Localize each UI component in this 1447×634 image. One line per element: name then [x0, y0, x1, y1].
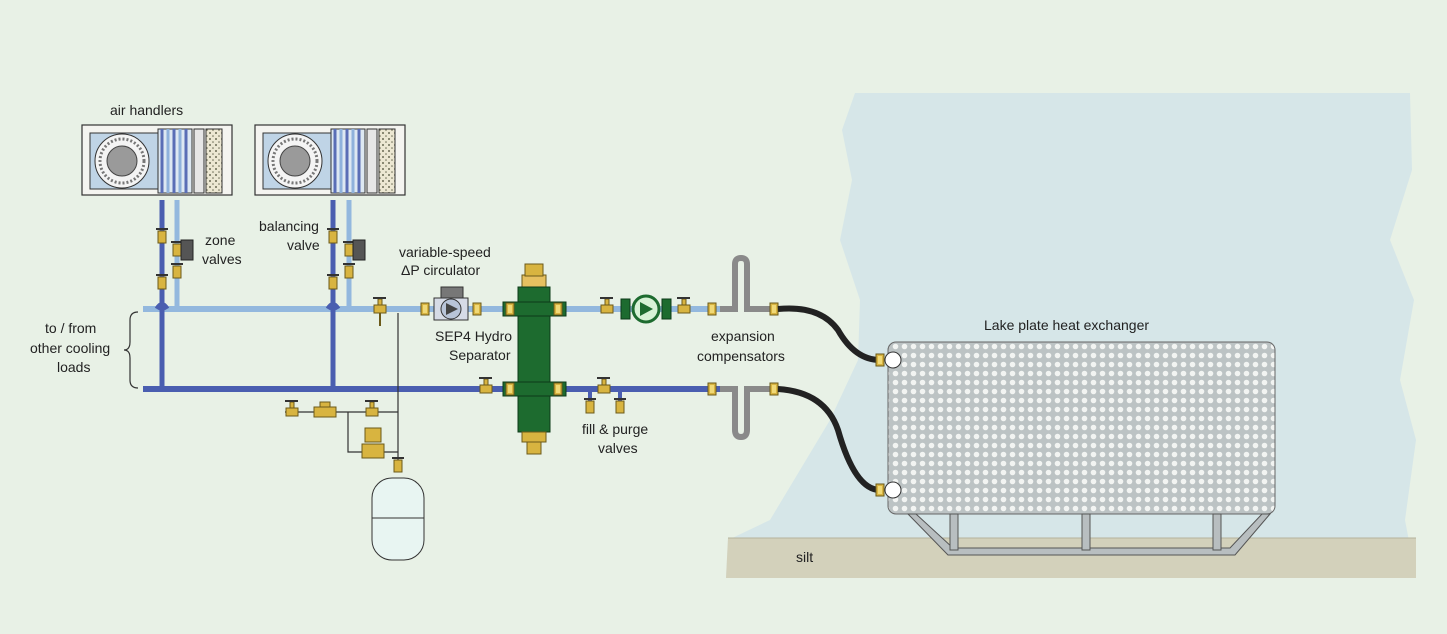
label-separator-1: SEP4 Hydro	[435, 328, 512, 344]
zone-valve-actuator-1	[180, 239, 194, 261]
label-circulator-1: variable-speed	[399, 244, 491, 260]
label-loads-1: to / from	[45, 320, 96, 336]
hose-top	[777, 305, 881, 363]
label-balancing-valve-2: valve	[287, 237, 320, 253]
exchanger-stand	[906, 513, 1272, 556]
silt-layer	[726, 538, 1416, 578]
expansion-tank-icon	[371, 477, 425, 561]
pressure-reducing-valve	[361, 427, 385, 459]
loads-bracket	[123, 311, 139, 389]
label-fill-purge-1: fill & purge	[582, 421, 648, 437]
label-expansion-1: expansion	[711, 328, 775, 344]
label-loads-2: other cooling	[30, 340, 110, 356]
label-fill-purge-2: valves	[598, 440, 638, 456]
expansion-compensator-bottom	[720, 386, 770, 441]
label-zone-valves-1: zone	[205, 232, 236, 248]
hose-bottom	[777, 386, 881, 493]
label-heat-exchanger: Lake plate heat exchanger	[984, 317, 1149, 333]
expansion-compensator-top	[720, 254, 770, 312]
air-handler-1	[80, 123, 234, 197]
hydro-separator	[502, 263, 567, 455]
label-zone-valves-2: valves	[202, 251, 242, 267]
backflow-preventer	[313, 401, 337, 418]
label-loads-3: loads	[57, 359, 90, 375]
circulator-pump-icon	[420, 286, 482, 321]
label-silt: silt	[796, 549, 813, 565]
air-handler-2	[253, 123, 407, 197]
circulator-2	[620, 294, 672, 324]
label-separator-2: Separator	[449, 347, 511, 363]
label-balancing-valve-1: balancing	[259, 218, 319, 234]
lake-plate-heat-exchanger	[887, 341, 1276, 515]
label-circulator-2: ΔP circulator	[401, 262, 480, 278]
zone-valve-actuator-2	[352, 239, 366, 261]
label-air-handlers: air handlers	[110, 102, 183, 118]
label-expansion-2: compensators	[697, 348, 785, 364]
